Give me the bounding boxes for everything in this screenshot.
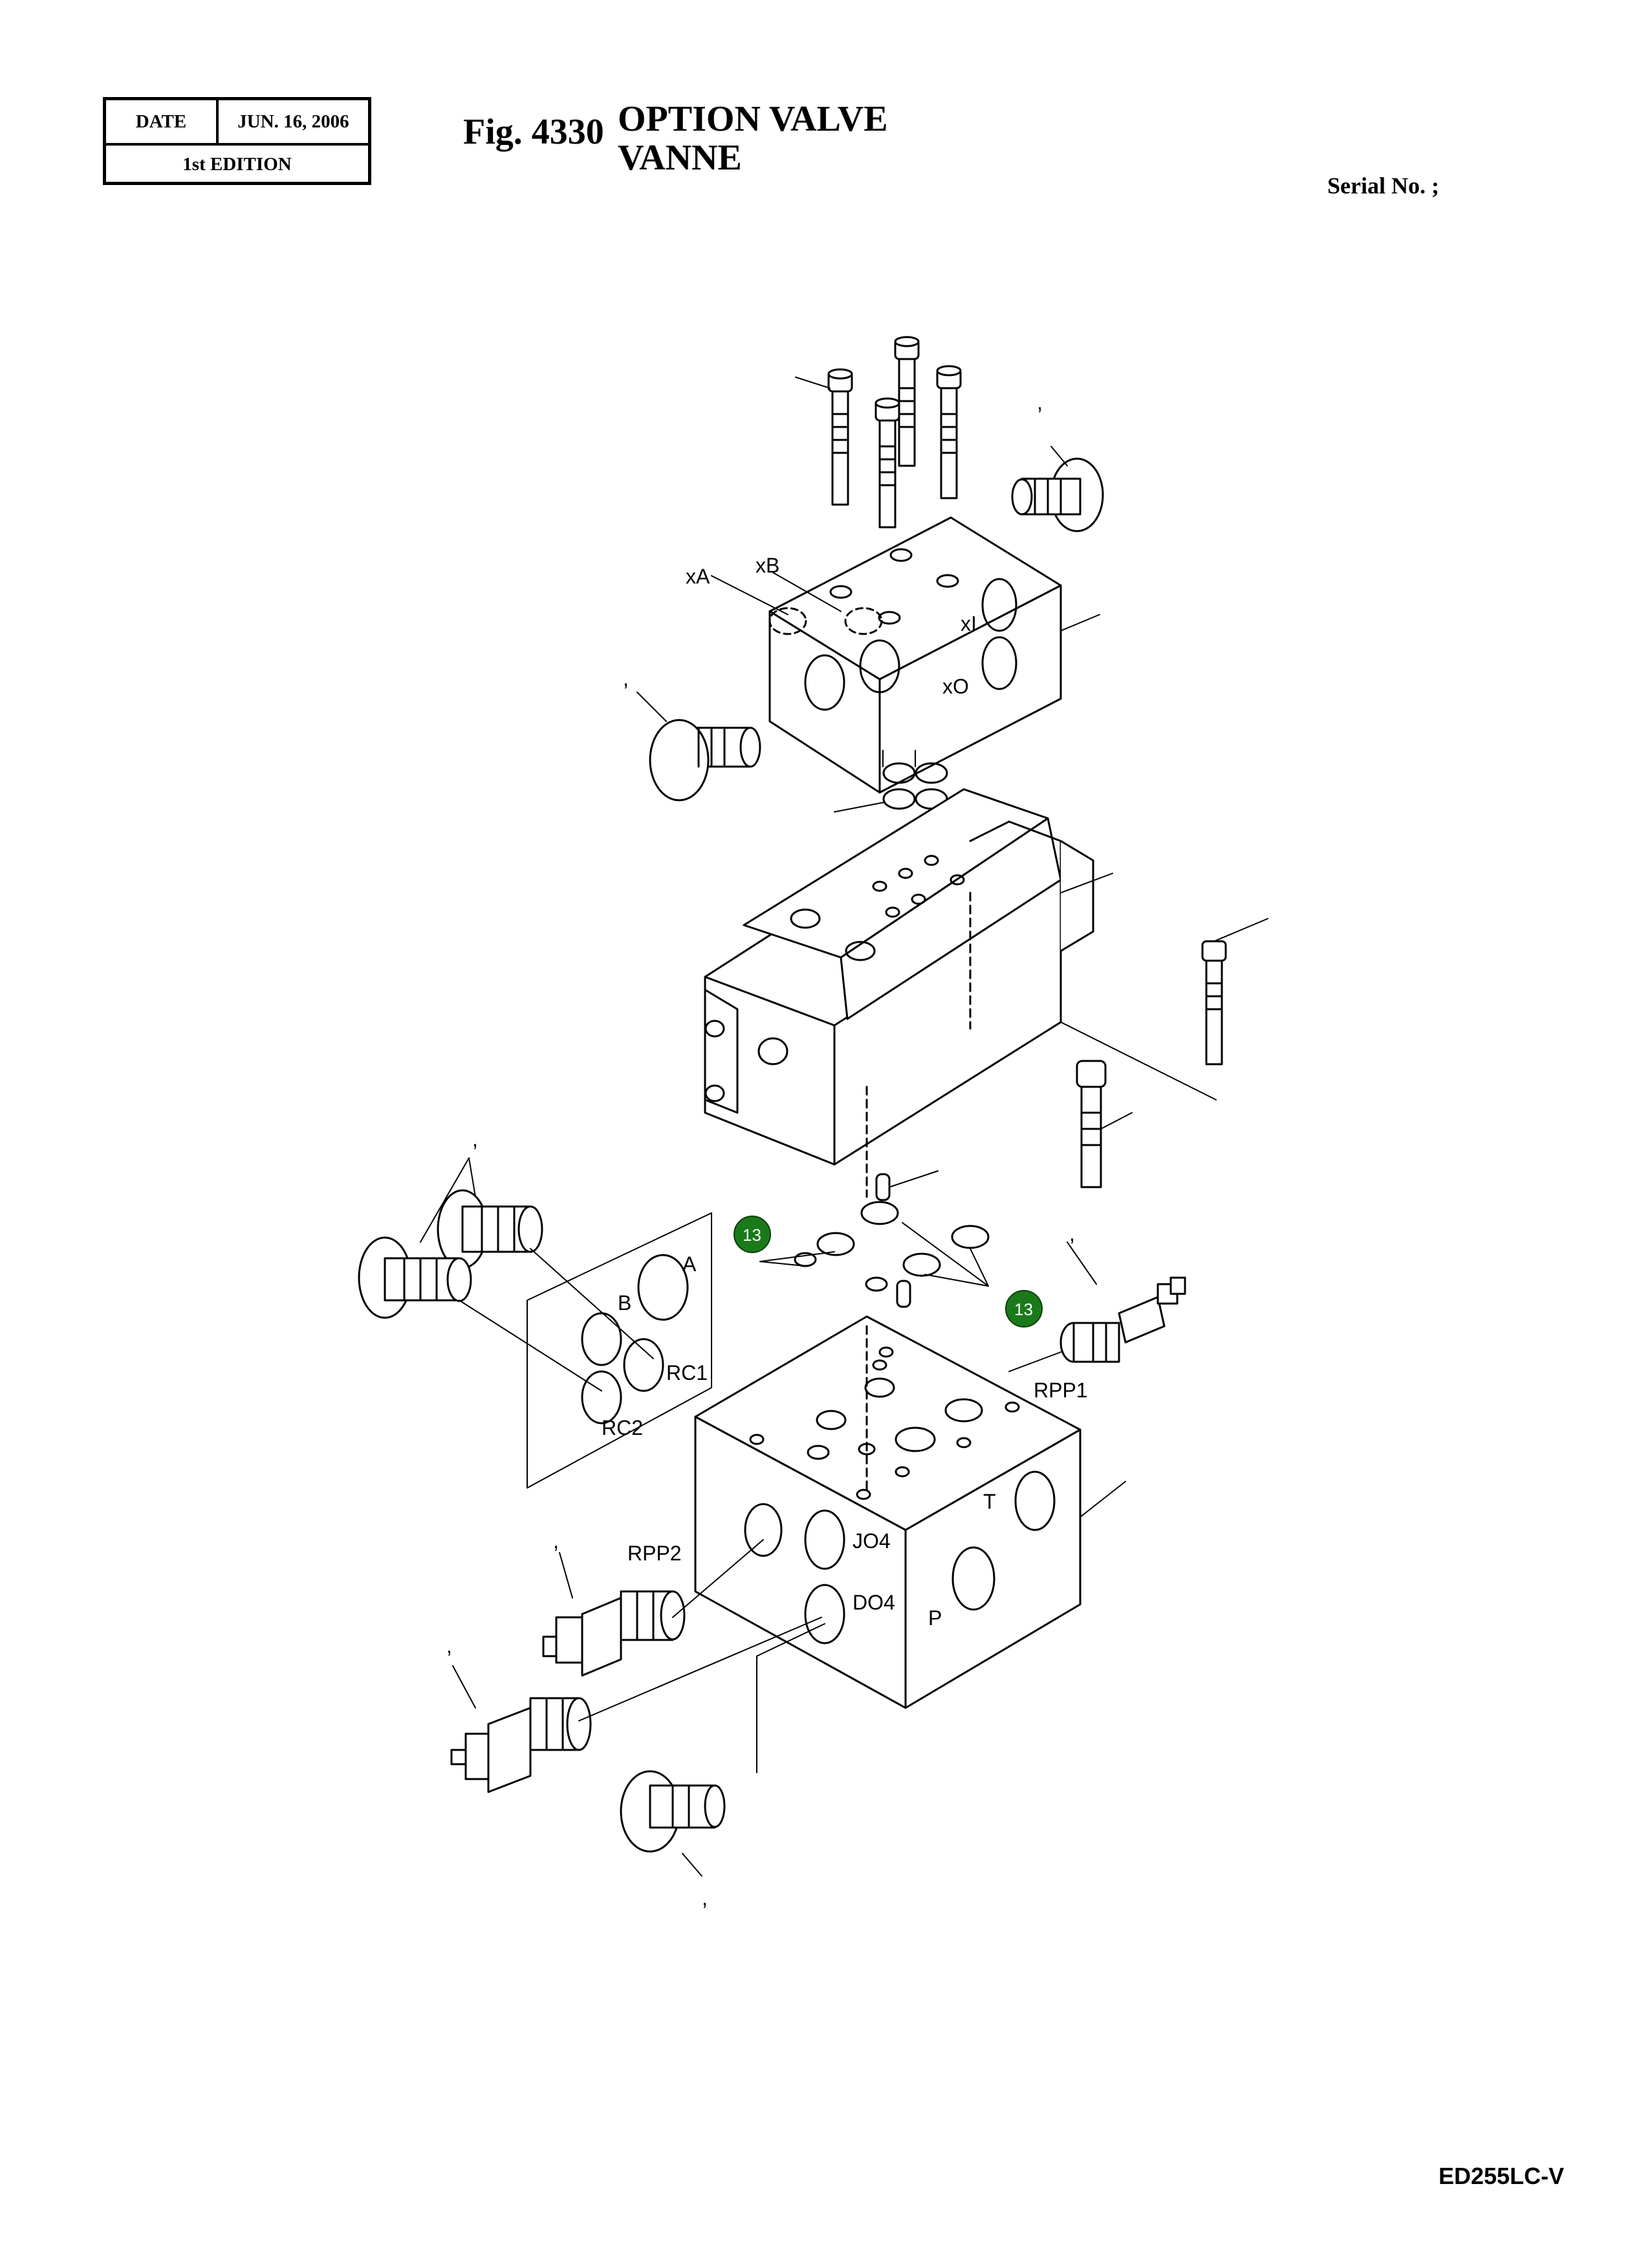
tick-mark: , (702, 1886, 708, 1910)
plug-right-upper (1011, 446, 1104, 532)
port-label-xb: xB (755, 554, 779, 577)
port-label-jo4: JO4 (853, 1529, 891, 1553)
cap-screw-right-lower (1076, 1060, 1133, 1188)
edition-label: 1st EDITION (182, 153, 292, 175)
port-label-a: A (682, 1252, 697, 1276)
cap-screw (827, 368, 853, 506)
tick-mark: , (1069, 1222, 1075, 1245)
figure-title-french: VANNE (618, 138, 742, 178)
callout-number: 13 (743, 1225, 761, 1245)
plug-bottom (620, 1623, 825, 1877)
date-edition-box: DATE JUN. 16, 2006 1st EDITION (103, 97, 371, 185)
model-code: ED255LC-V (1439, 2163, 1565, 2189)
cartridge-valve-lower (450, 1617, 822, 1793)
lower-main-block (694, 1315, 1126, 1709)
cap-screws-top (795, 336, 962, 529)
leader-lines (711, 572, 842, 615)
serial-number-label: Serial No. ; (1327, 173, 1439, 199)
o-rings-and-pins (759, 1170, 990, 1308)
port-label-xi: xI (961, 612, 977, 635)
tick-mark: , (472, 1128, 478, 1151)
callout-13-left (734, 1216, 771, 1253)
port-label-rpp2: RPP2 (627, 1542, 682, 1565)
cap-screw (875, 397, 900, 529)
port-label-p: P (928, 1606, 942, 1630)
callout-number: 13 (1014, 1300, 1033, 1319)
cap-screw (894, 336, 920, 467)
figure-title: OPTION VALVE (618, 99, 888, 139)
port-label-xa: xA (686, 565, 710, 588)
port-label-do4: DO4 (853, 1591, 895, 1614)
spool-valve-body (704, 788, 1217, 1198)
date-label: DATE (106, 100, 219, 143)
rpp1-pressure-valve (1008, 1241, 1186, 1372)
upper-valve-block (768, 516, 1100, 794)
figure-number: Fig. 4330 (463, 112, 604, 152)
relief-valve-left-2 (358, 1157, 654, 1392)
port-label-rpp1: RPP1 (1034, 1379, 1088, 1402)
date-value: JUN. 16, 2006 (237, 111, 349, 132)
tick-mark: , (623, 667, 629, 690)
cap-screw (936, 365, 962, 499)
port-label-b: B (618, 1291, 631, 1315)
rpp2-pressure-valve (542, 1539, 764, 1677)
port-label-xo: xO (942, 675, 969, 698)
relief-valve-left-1 (437, 1189, 543, 1269)
plug-left-upper (636, 692, 761, 802)
tick-mark: , (553, 1529, 559, 1553)
port-face-panel (527, 1212, 712, 1489)
tick-mark: , (1037, 391, 1043, 414)
port-label-rc1: RC1 (666, 1361, 708, 1384)
port-label-t: T (983, 1490, 996, 1513)
cap-screw-right (1201, 918, 1268, 1065)
tick-mark: , (446, 1634, 452, 1657)
port-label-rc2: RC2 (602, 1416, 643, 1439)
callout-13-right (1005, 1290, 1043, 1327)
